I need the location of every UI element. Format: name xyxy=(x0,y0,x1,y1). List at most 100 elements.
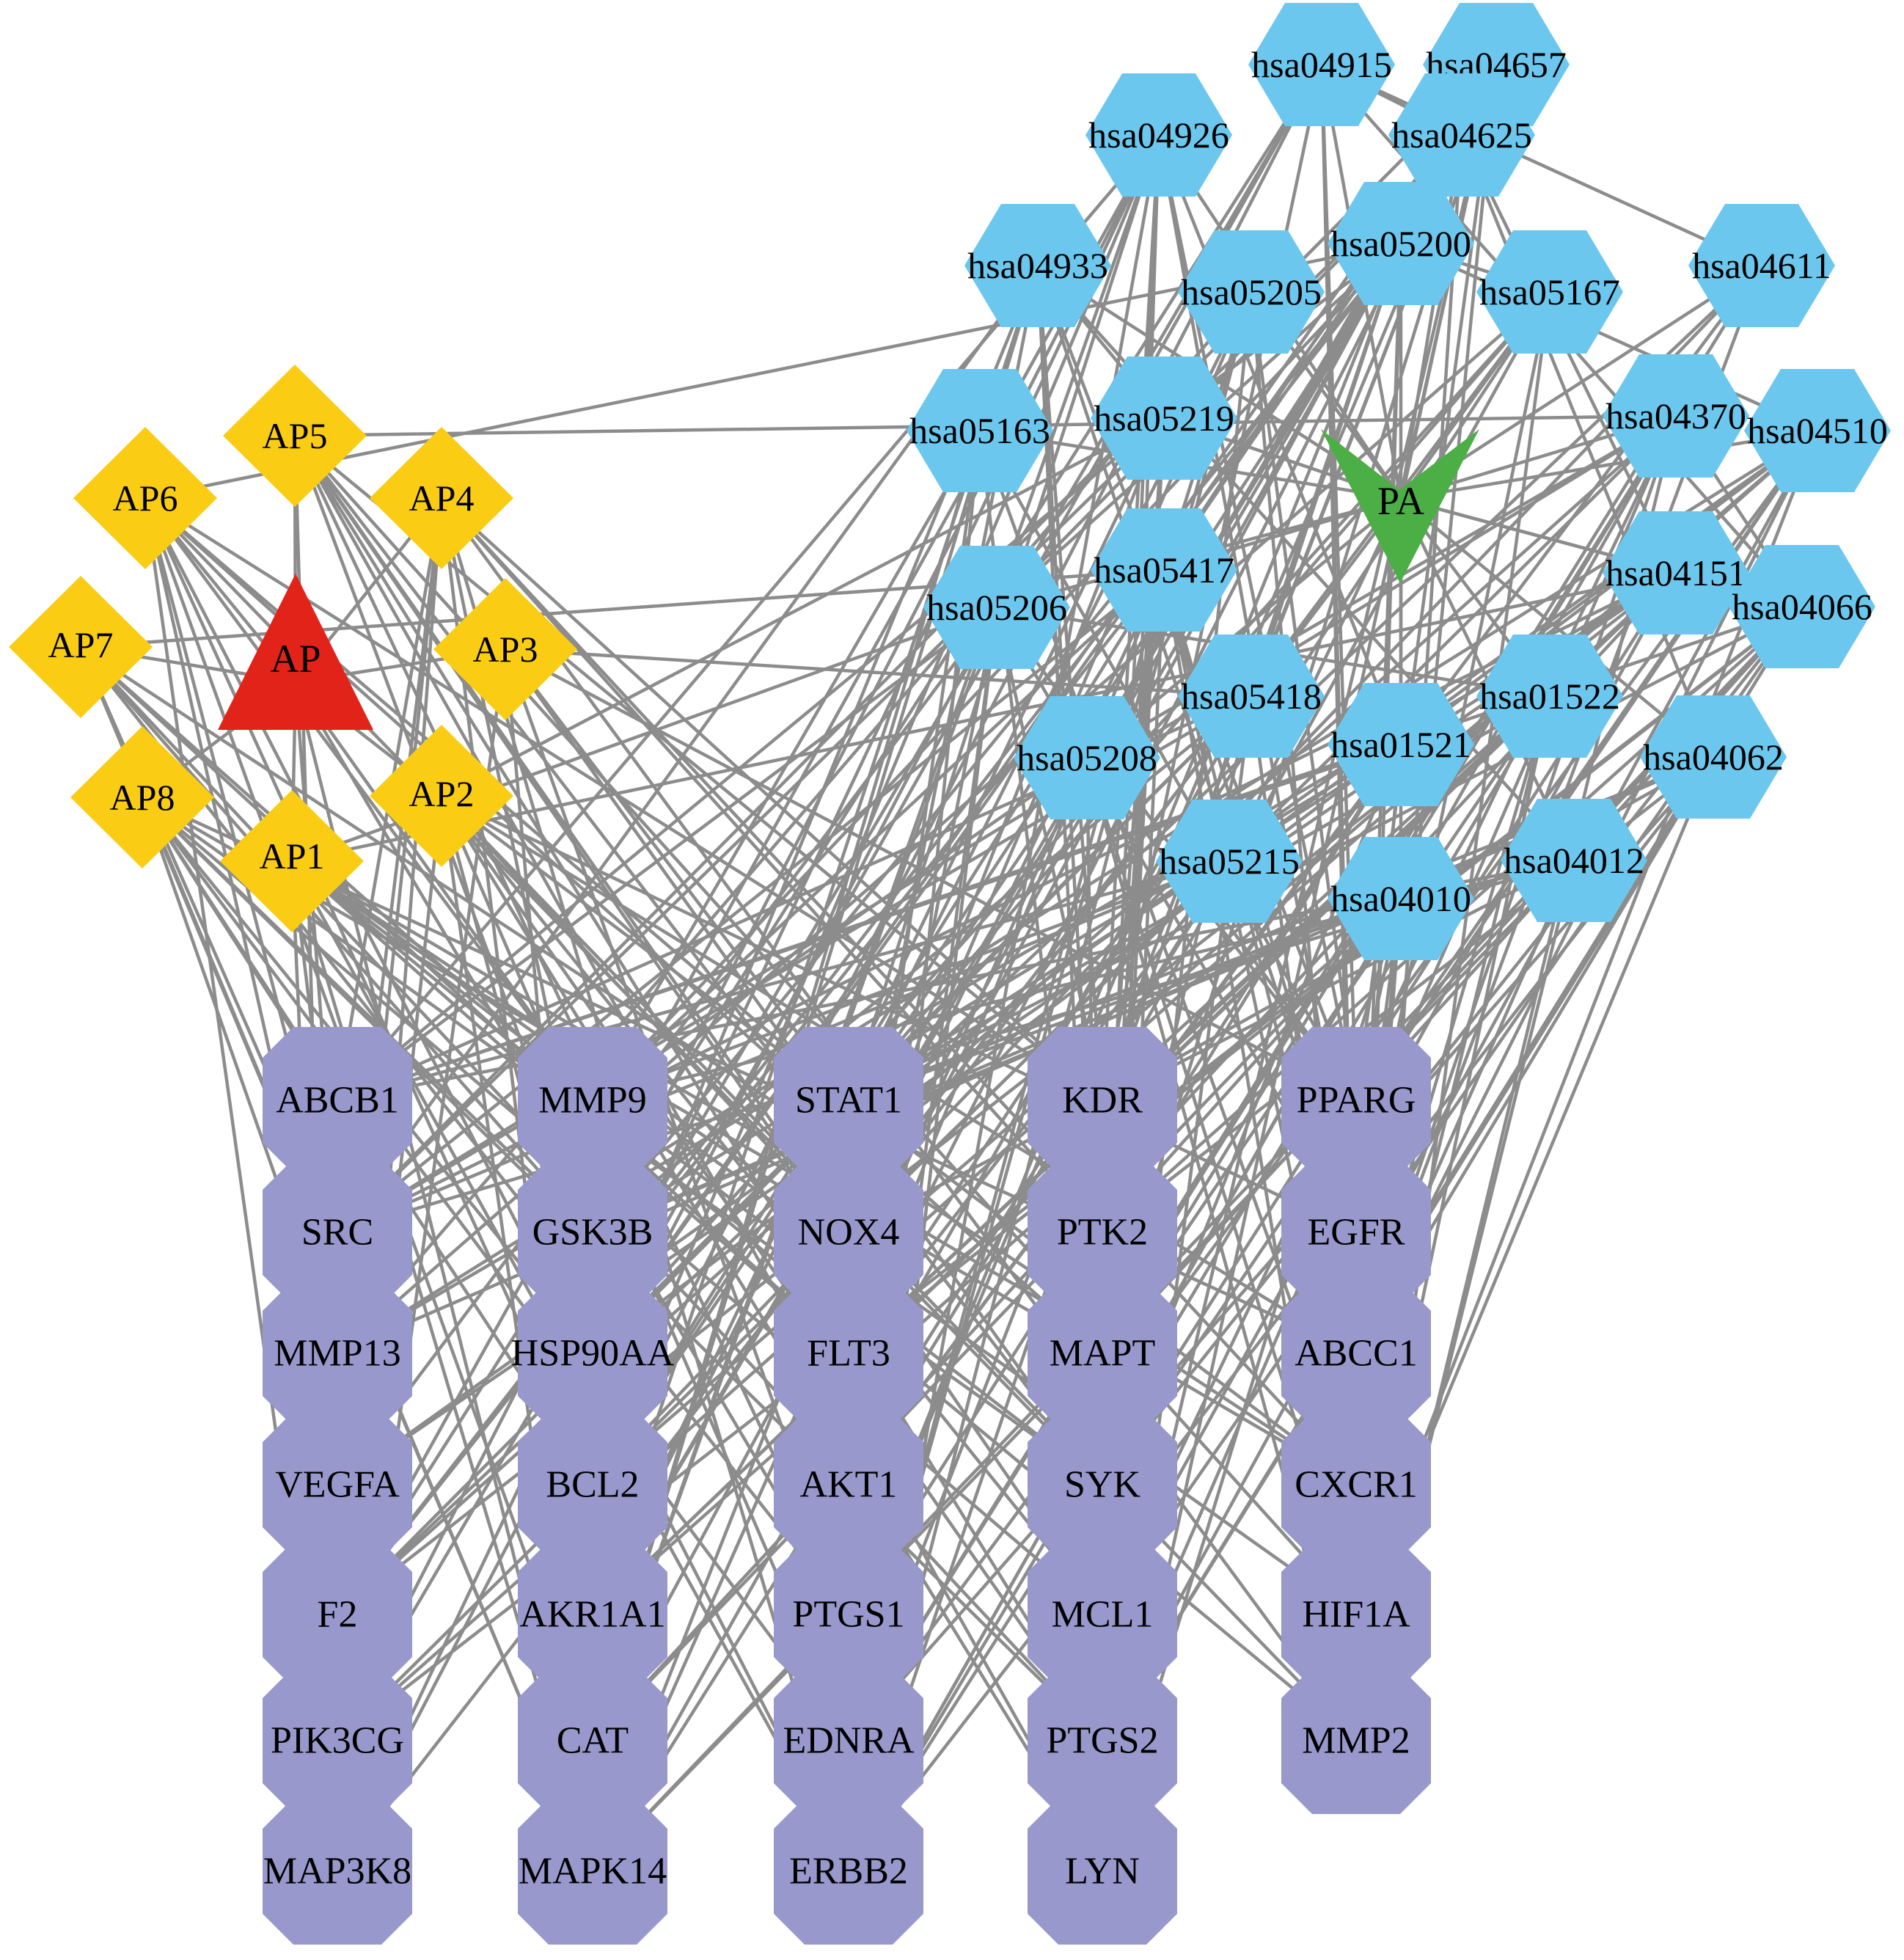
target-node[interactable]: HIF1A xyxy=(1281,1541,1431,1688)
compound-diamond xyxy=(220,790,364,932)
ap-center-node[interactable]: AP xyxy=(218,574,373,730)
edge-line xyxy=(336,290,1253,1355)
target-octagon xyxy=(1281,1411,1431,1558)
target-node[interactable]: MAPK14 xyxy=(518,1798,667,1945)
target-node[interactable]: AKR1A1 xyxy=(518,1541,667,1688)
target-node[interactable]: F2 xyxy=(263,1541,412,1688)
compound-label: AP7 xyxy=(48,624,114,665)
pa-center-node[interactable]: PA xyxy=(1321,429,1479,583)
target-node[interactable]: MMP2 xyxy=(1281,1667,1431,1814)
compound-node[interactable]: AP7 xyxy=(9,576,153,718)
target-node[interactable]: CXCR1 xyxy=(1281,1411,1431,1558)
target-node[interactable]: ERBB2 xyxy=(774,1798,923,1945)
pathway-node[interactable]: hsa05163 xyxy=(907,369,1053,492)
target-node[interactable]: PTGS1 xyxy=(774,1541,923,1688)
pathway-hexagon xyxy=(1178,635,1325,758)
target-node[interactable]: ABCC1 xyxy=(1281,1280,1431,1427)
compound-node[interactable]: AP4 xyxy=(370,427,513,569)
target-node[interactable]: KDR xyxy=(1028,1027,1177,1174)
target-node[interactable]: PTK2 xyxy=(1028,1159,1177,1306)
target-node[interactable]: LYN xyxy=(1028,1798,1177,1945)
target-label: CXCR1 xyxy=(1295,1464,1418,1506)
pathway-node[interactable]: hsa04151 xyxy=(1603,511,1749,635)
target-node[interactable]: CAT xyxy=(518,1667,667,1814)
pathway-label: hsa04151 xyxy=(1605,552,1746,593)
pathway-node[interactable]: hsa04510 xyxy=(1744,369,1891,492)
compound-node[interactable]: AP5 xyxy=(223,365,367,507)
target-node[interactable]: AKT1 xyxy=(774,1411,923,1558)
pathway-hexagon xyxy=(1388,73,1535,197)
target-node[interactable]: GSK3B xyxy=(518,1159,667,1306)
edge-line xyxy=(144,497,594,1102)
compound-node[interactable]: AP1 xyxy=(220,790,364,932)
target-label: KDR xyxy=(1062,1080,1143,1122)
pathway-label: hsa04066 xyxy=(1732,586,1872,627)
pathway-node[interactable]: hsa04611 xyxy=(1688,204,1835,327)
target-label: MMP9 xyxy=(538,1080,646,1122)
pathway-node[interactable]: hsa04915 xyxy=(1248,3,1395,126)
pathway-node[interactable]: hsa04010 xyxy=(1328,837,1474,960)
pathway-node[interactable]: hsa04066 xyxy=(1729,545,1875,668)
target-node[interactable]: STAT1 xyxy=(774,1027,923,1174)
node-layer: AP PA AP1 AP2 AP3 AP4 AP5 A xyxy=(9,3,1891,1945)
target-node[interactable]: ABCB1 xyxy=(263,1027,412,1174)
target-node[interactable]: MAP3K8 xyxy=(263,1798,412,1945)
pathway-node[interactable]: hsa05205 xyxy=(1178,230,1325,354)
pathway-node[interactable]: hsa01522 xyxy=(1476,635,1623,758)
pathway-node[interactable]: hsa04012 xyxy=(1501,799,1647,922)
pathway-label: hsa05208 xyxy=(1017,737,1157,778)
compound-node[interactable]: AP3 xyxy=(433,578,577,720)
target-node[interactable]: VEGFA xyxy=(263,1411,412,1558)
target-label: SRC xyxy=(301,1212,373,1254)
target-node[interactable]: PTGS2 xyxy=(1028,1667,1177,1814)
pathway-node[interactable]: hsa05167 xyxy=(1476,230,1623,354)
target-label: HSP90AA xyxy=(511,1333,675,1375)
edge-line xyxy=(440,497,1104,1234)
target-node[interactable]: PIK3CG xyxy=(263,1667,412,1814)
pathway-node[interactable]: hsa04062 xyxy=(1640,695,1787,819)
pathway-node[interactable]: hsa05206 xyxy=(923,546,1070,669)
target-node[interactable]: SYK xyxy=(1028,1411,1177,1558)
target-node[interactable]: PPARG xyxy=(1281,1027,1431,1174)
compound-label: AP2 xyxy=(409,773,475,814)
target-octagon xyxy=(774,1411,923,1558)
pathway-node[interactable]: hsa05215 xyxy=(1156,800,1303,923)
edge-line xyxy=(1400,241,1818,433)
target-node[interactable]: MMP9 xyxy=(518,1027,667,1174)
target-node[interactable]: EGFR xyxy=(1281,1159,1431,1306)
pathway-node[interactable]: hsa01521 xyxy=(1328,683,1474,806)
pathway-node[interactable]: hsa04625 xyxy=(1388,73,1535,197)
target-node[interactable]: MMP13 xyxy=(263,1280,412,1427)
target-label: PTK2 xyxy=(1057,1212,1148,1254)
edge-line xyxy=(995,607,1105,1101)
pathway-label: hsa04012 xyxy=(1504,840,1644,881)
target-node[interactable]: MAPT xyxy=(1028,1280,1177,1427)
pathway-hexagon xyxy=(1328,683,1474,806)
target-node[interactable]: HSP90AA xyxy=(511,1280,675,1427)
edge-line xyxy=(847,605,1804,1102)
pathway-node[interactable]: hsa04370 xyxy=(1603,354,1749,478)
target-node[interactable]: NOX4 xyxy=(774,1159,923,1306)
compound-node[interactable]: AP6 xyxy=(73,427,217,569)
compound-node[interactable]: AP8 xyxy=(70,726,214,869)
target-node[interactable]: SRC xyxy=(263,1159,412,1306)
pathway-label: hsa05163 xyxy=(909,410,1050,451)
pathway-node[interactable]: hsa05200 xyxy=(1328,182,1474,305)
pathway-node[interactable]: hsa05219 xyxy=(1091,356,1237,480)
compound-diamond xyxy=(370,427,513,569)
pathway-node[interactable]: hsa05208 xyxy=(1014,696,1160,819)
pathway-node[interactable]: hsa04933 xyxy=(964,204,1111,327)
target-node[interactable]: MCL1 xyxy=(1028,1541,1177,1688)
target-node[interactable]: FLT3 xyxy=(774,1280,923,1427)
target-label: FLT3 xyxy=(807,1333,890,1375)
pathway-node[interactable]: hsa04926 xyxy=(1085,73,1232,197)
pathway-label: hsa05167 xyxy=(1479,271,1620,312)
target-node[interactable]: EDNRA xyxy=(774,1667,923,1814)
pathway-node[interactable]: hsa05418 xyxy=(1178,635,1325,758)
pathway-hexagon xyxy=(1248,3,1395,126)
compound-node[interactable]: AP2 xyxy=(370,725,513,867)
pathway-node[interactable]: hsa05417 xyxy=(1091,508,1237,632)
target-node[interactable]: BCL2 xyxy=(518,1411,667,1558)
